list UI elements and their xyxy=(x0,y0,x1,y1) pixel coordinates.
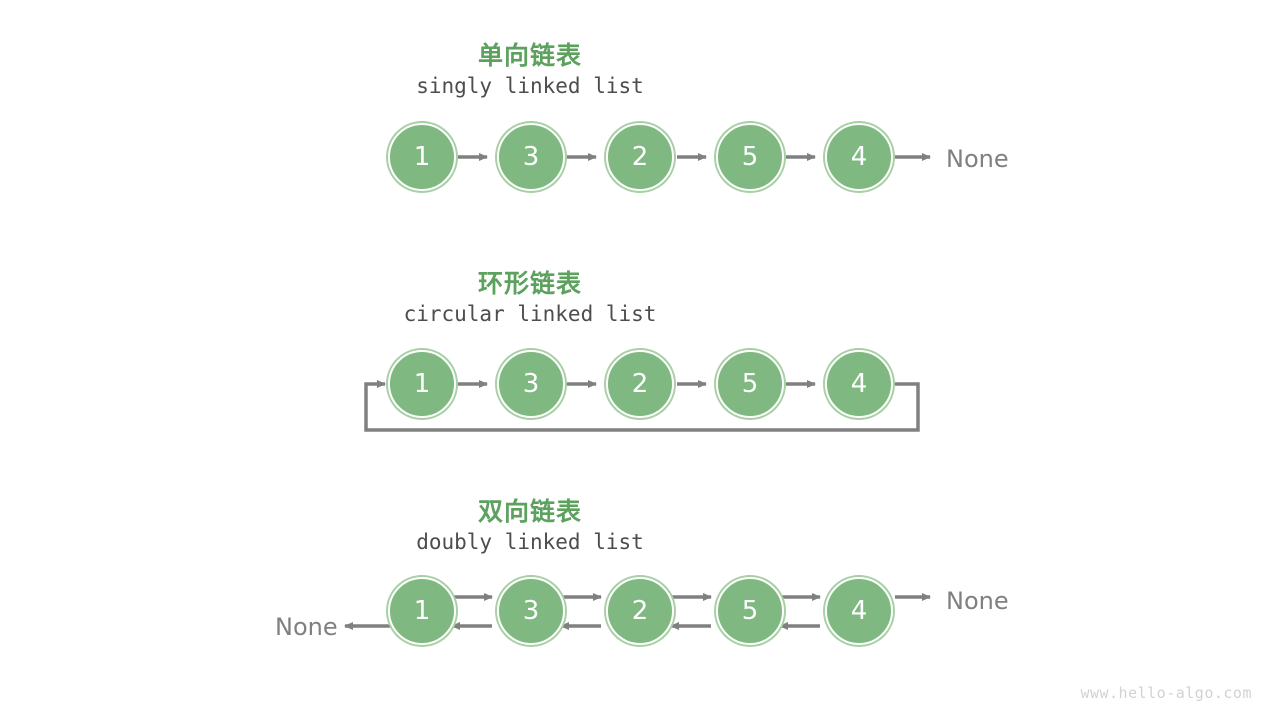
singly-title-cn: 单向链表 xyxy=(477,41,582,70)
singly-node-0: 1 xyxy=(388,123,456,191)
circular-node-2: 2 xyxy=(606,350,674,418)
singly-node-2: 2 xyxy=(606,123,674,191)
circular-node-1: 3 xyxy=(497,350,565,418)
doubly-node-2: 2 xyxy=(606,577,674,645)
singly-title-en: singly linked list xyxy=(416,74,644,98)
doubly-title-en: doubly linked list xyxy=(416,530,644,554)
singly-node-4: 4 xyxy=(825,123,893,191)
circular-title-cn: 环形链表 xyxy=(477,269,582,298)
doubly-tail-none-label: None xyxy=(946,587,1009,615)
circular-node-3: 5 xyxy=(716,350,784,418)
singly-node-3: 5 xyxy=(716,123,784,191)
doubly-node-3: 5 xyxy=(716,577,784,645)
watermark: www.hello-algo.com xyxy=(1080,684,1252,702)
circular-node-0: 1 xyxy=(388,350,456,418)
singly-node-1: 3 xyxy=(497,123,565,191)
circular-title-en: circular linked list xyxy=(403,302,657,326)
doubly-head-none-label: None xyxy=(275,613,338,641)
circular-node-4: 4 xyxy=(825,350,893,418)
doubly-node-1: 3 xyxy=(497,577,565,645)
doubly-node-4: 4 xyxy=(825,577,893,645)
singly-tail-none-label: None xyxy=(946,145,1009,173)
doubly-title-cn: 双向链表 xyxy=(477,497,582,526)
doubly-node-0: 1 xyxy=(388,577,456,645)
